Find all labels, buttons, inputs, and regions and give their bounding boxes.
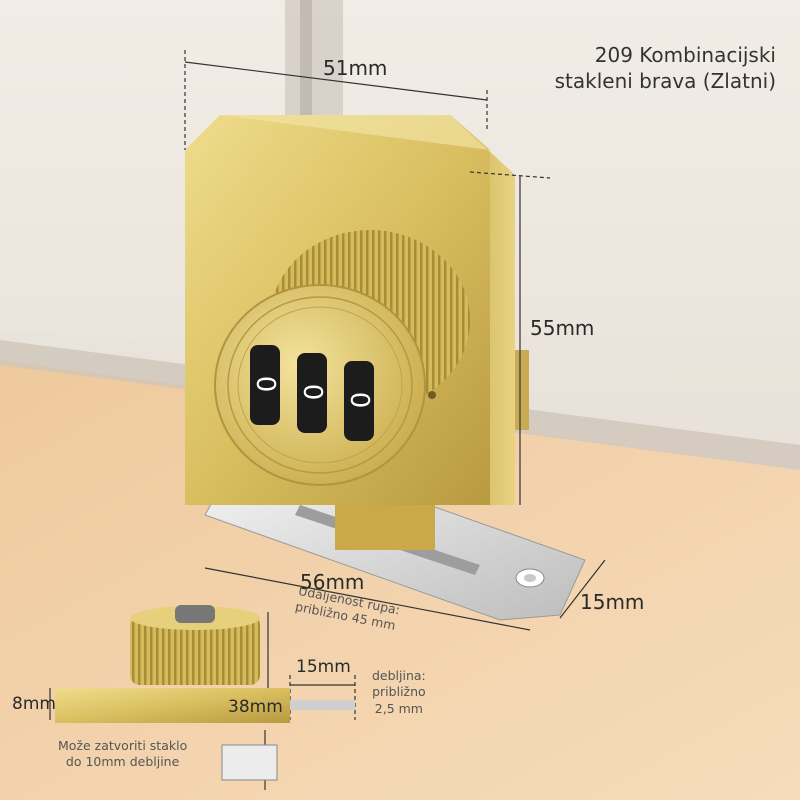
digit-wheel-1[interactable] bbox=[250, 345, 280, 425]
dim-plate-length: 56mm bbox=[300, 570, 365, 594]
dim-plate-width: 15mm bbox=[580, 590, 645, 614]
glass-rod bbox=[285, 0, 343, 130]
dim-side-8: 8mm bbox=[12, 694, 56, 714]
thickness-note: debljina: približno 2,5 mm bbox=[372, 668, 426, 717]
combination-dial: 0 0 0 bbox=[214, 230, 470, 486]
dim-height: 55mm bbox=[530, 316, 595, 340]
digit-wheel-2[interactable] bbox=[297, 353, 327, 433]
side-view bbox=[55, 605, 355, 781]
title-line-1: 209 Kombinacijski bbox=[594, 43, 776, 67]
title-line-2: stakleni brava (Zlatni) bbox=[554, 69, 776, 93]
digit-1: 0 bbox=[250, 376, 280, 393]
glass-note: Može zatvoriti staklo do 10mm debljine bbox=[58, 738, 187, 771]
thickness-line-2: približno bbox=[372, 684, 426, 700]
dim-side-38: 38mm bbox=[228, 697, 283, 717]
digit-3: 0 bbox=[344, 392, 374, 409]
thickness-line-3: 2,5 mm bbox=[374, 700, 423, 716]
thickness-line-1: debljina: bbox=[372, 668, 426, 683]
dim-width-top: 51mm bbox=[323, 56, 388, 80]
dim-side-15: 15mm bbox=[296, 657, 351, 677]
glass-line-2: do 10mm debljine bbox=[65, 754, 180, 770]
digit-wheel-3[interactable] bbox=[344, 361, 374, 441]
digit-2: 0 bbox=[297, 384, 327, 401]
glass-line-1: Može zatvoriti staklo bbox=[58, 738, 188, 753]
product-title: 209 Kombinacijski stakleni brava (Zlatni… bbox=[496, 42, 776, 94]
